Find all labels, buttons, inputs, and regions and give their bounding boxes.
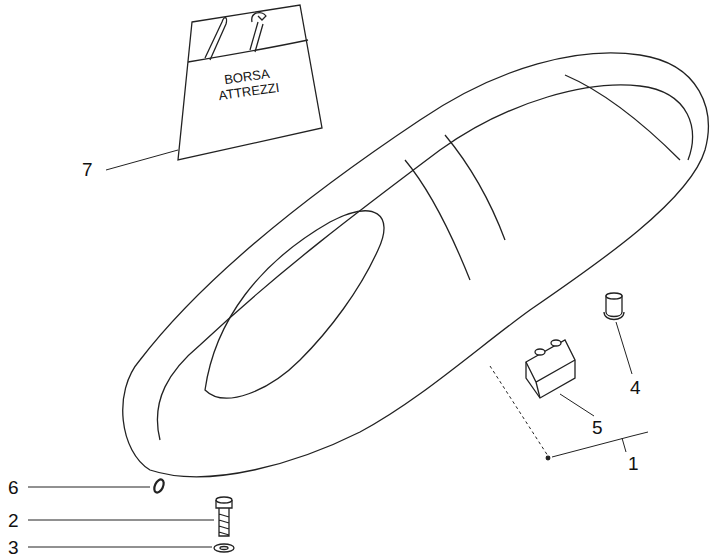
- callout-number: 2: [8, 511, 19, 530]
- rider-pocket: [205, 211, 384, 398]
- o-ring: [152, 478, 165, 494]
- rubber-block: [526, 340, 575, 398]
- bag-flap: [188, 40, 308, 62]
- callout-number: 6: [8, 478, 19, 497]
- pin-top: [606, 293, 622, 299]
- rubber-block-edge: [526, 360, 575, 398]
- leader-line: [28, 547, 212, 548]
- callout-number: 4: [630, 378, 641, 397]
- tool-bag: [178, 5, 322, 160]
- leader-line: [106, 150, 178, 170]
- washer: [214, 544, 234, 552]
- pin-flange: [604, 312, 624, 320]
- screw-head: [216, 497, 232, 503]
- seat-seam: [405, 135, 505, 280]
- washer-hole: [220, 547, 228, 550]
- leader-line: [616, 322, 632, 374]
- leader-dot: [546, 456, 550, 460]
- seat-outline: [123, 53, 708, 477]
- callout-number: 7: [82, 160, 93, 179]
- screw: [216, 500, 232, 536]
- bag-wrench: [250, 13, 266, 52]
- dashed-leader: [490, 366, 548, 456]
- leader-line: [560, 394, 594, 416]
- leader-line: [28, 487, 150, 488]
- bag-screwdriver: [205, 18, 227, 60]
- block-stud: [551, 340, 561, 346]
- callout-number: 1: [628, 454, 639, 473]
- seat-surface-line: [157, 85, 692, 440]
- callout-number: 3: [8, 538, 19, 557]
- leader-line: [28, 520, 214, 521]
- callout-number: 5: [592, 418, 603, 437]
- seat-seam: [565, 75, 680, 160]
- block-stud: [535, 349, 545, 355]
